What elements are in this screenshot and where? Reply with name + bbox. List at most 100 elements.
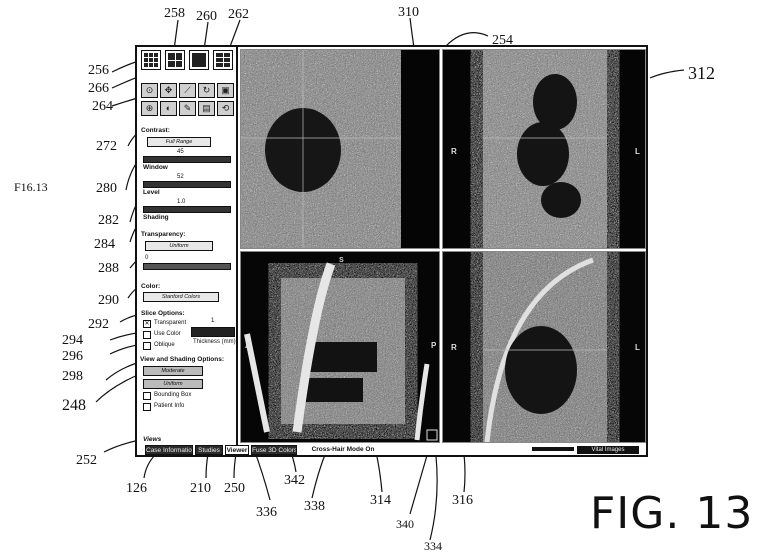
axial-scan-image <box>241 50 439 248</box>
coronal-left-marker: L <box>635 147 640 156</box>
window-label: Window <box>143 164 168 171</box>
color-dropdown[interactable]: Stanford Colors <box>143 292 219 302</box>
shading-label: Shading <box>143 214 169 221</box>
view-shading-options-label: View and Shading Options: <box>140 356 225 363</box>
ref-252: 252 <box>76 453 97 468</box>
window-level-tool-icon[interactable]: ◐ <box>160 101 177 116</box>
reset-tool-icon[interactable]: ⟲ <box>217 101 234 116</box>
use-color-checkbox[interactable] <box>143 331 151 339</box>
ref-338: 338 <box>304 499 325 514</box>
ref-290: 290 <box>98 293 119 308</box>
ref-250: 250 <box>224 481 245 496</box>
tab-viewer[interactable]: Viewer <box>225 445 249 455</box>
bounding-box-label: Bounding Box <box>154 392 192 398</box>
ref-342: 342 <box>284 473 305 488</box>
ref-126: 126 <box>126 481 147 496</box>
ref-280: 280 <box>96 181 117 196</box>
shading-slider[interactable] <box>143 206 231 213</box>
layout-custom-button[interactable] <box>213 50 233 70</box>
zoom-tool-icon[interactable]: ⊕ <box>141 101 158 116</box>
transparency-dropdown[interactable]: Uniform <box>145 241 213 251</box>
oblique-scan-image: R L <box>443 252 645 442</box>
ref-316: 316 <box>452 493 473 508</box>
use-color-label: Use Color <box>154 331 181 337</box>
oblique-right-marker: R <box>451 343 457 352</box>
tab-case-information[interactable]: Case Information <box>145 445 193 455</box>
level-label: Level <box>143 189 160 196</box>
patient-info-checkbox[interactable] <box>143 403 151 411</box>
ref-256: 256 <box>88 63 109 78</box>
coronal-right-marker: R <box>451 147 457 156</box>
views-label: Views <box>143 436 162 443</box>
transparent-checkbox[interactable]: ✕ <box>143 320 151 328</box>
sagittal-scan-image: A P S <box>241 252 439 442</box>
coronal-scan-image: R L <box>443 50 645 248</box>
ref-262: 262 <box>228 7 249 22</box>
contrast-dropdown[interactable]: Full Range <box>147 137 211 147</box>
layout-3x3-button[interactable] <box>141 50 161 70</box>
ref-340: 340 <box>396 517 414 531</box>
magnify-tool-icon[interactable]: ⊙ <box>141 83 158 98</box>
thickness-value: 1 <box>211 318 215 324</box>
bottom-tab-bar: Case Information Studies Viewer Fuse 3D … <box>139 445 644 455</box>
slice-tool-icon[interactable]: ▤ <box>198 101 215 116</box>
viewport-sagittal[interactable]: A P S <box>240 251 440 443</box>
crosshair-mode-status: Cross-Hair Mode On <box>305 445 381 455</box>
ref-210: 210 <box>190 481 211 496</box>
level-value: 52 <box>177 174 184 180</box>
ref-254: 254 <box>492 33 513 48</box>
ref-312: 312 <box>688 63 715 83</box>
rotate-tool-icon[interactable]: ↻ <box>198 83 215 98</box>
tab-studies[interactable]: Studies <box>195 445 223 455</box>
moderate-dropdown[interactable]: Moderate <box>143 366 203 376</box>
shading-value: 1.0 <box>177 199 186 205</box>
annotate-tool-icon[interactable]: ✎ <box>179 101 196 116</box>
slice-options-label: Slice Options: <box>141 310 185 317</box>
crop-tool-icon[interactable]: ▣ <box>217 83 234 98</box>
vendor-status-label: Vital Images <box>577 446 639 454</box>
thickness-label: Thickness (mm) <box>193 339 236 345</box>
ref-334: 334 <box>424 539 442 553</box>
contrast-label: Contrast: <box>141 127 170 134</box>
transparent-label: Transparent <box>154 320 187 326</box>
thickness-input[interactable] <box>191 327 235 337</box>
sagittal-superior-marker: S <box>339 257 344 264</box>
ref-248: 248 <box>62 397 86 414</box>
patient-info-label: Patient Info <box>154 403 185 409</box>
viewport-oblique[interactable]: R L <box>442 251 646 443</box>
oblique-label: Oblique <box>154 342 175 348</box>
sagittal-anterior-marker: A <box>245 341 251 350</box>
ref-260: 260 <box>196 9 217 24</box>
transparency-slider[interactable] <box>143 263 231 270</box>
viewport-coronal[interactable]: R L <box>442 49 646 249</box>
pan-tool-icon[interactable]: ✥ <box>160 83 177 98</box>
application-window: ⊙ ✥ ⟋ ↻ ▣ ⊕ ◐ ✎ ▤ ⟲ Contrast: Full Range… <box>135 45 648 457</box>
status-progress-bar <box>532 447 574 451</box>
tab-fuse-3d-colors[interactable]: Fuse 3D Colors <box>251 445 297 455</box>
viewport-axial[interactable] <box>240 49 440 249</box>
control-panel: ⊙ ✥ ⟋ ↻ ▣ ⊕ ◐ ✎ ▤ ⟲ Contrast: Full Range… <box>137 47 238 455</box>
ref-282: 282 <box>98 213 119 228</box>
level-slider[interactable] <box>143 181 231 188</box>
transparency-level-value: 0 <box>145 255 149 261</box>
layout-2x2-button[interactable] <box>165 50 185 70</box>
figure-side-label: F16.13 <box>14 180 48 194</box>
measure-tool-icon[interactable]: ⟋ <box>179 83 196 98</box>
shading-type-dropdown[interactable]: Uniform <box>143 379 203 389</box>
sagittal-posterior-marker: P <box>431 341 437 350</box>
ref-288: 288 <box>98 261 119 276</box>
ref-310: 310 <box>398 5 419 20</box>
ref-294: 294 <box>62 333 83 348</box>
ref-292: 292 <box>88 317 109 332</box>
bounding-box-checkbox[interactable] <box>143 392 151 400</box>
oblique-checkbox[interactable] <box>143 342 151 350</box>
ref-258: 258 <box>164 6 185 21</box>
color-label: Color: <box>141 283 161 290</box>
ref-314: 314 <box>370 493 391 508</box>
transparency-label: Transparency: <box>141 231 186 238</box>
window-slider[interactable] <box>143 156 231 163</box>
ref-264: 264 <box>92 99 113 114</box>
layout-1x1-button[interactable] <box>189 50 209 70</box>
ref-336: 336 <box>256 505 277 520</box>
oblique-left-marker: L <box>635 343 640 352</box>
